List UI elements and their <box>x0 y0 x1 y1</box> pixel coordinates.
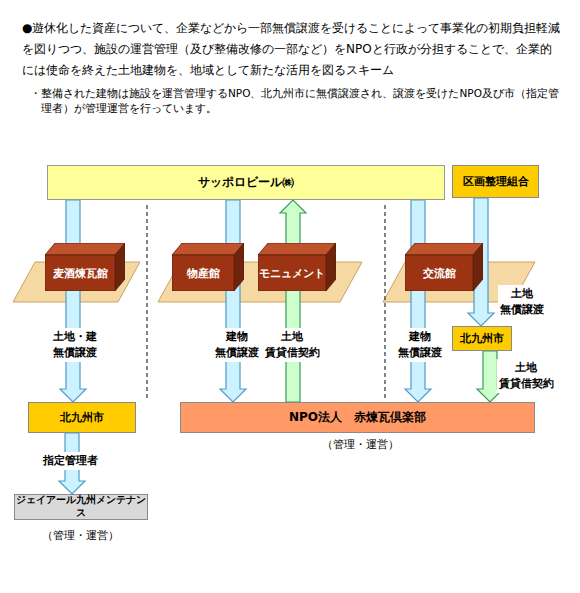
edge-label: 土地 無償譲渡 <box>498 285 546 319</box>
building-top <box>45 243 125 255</box>
building-side <box>326 243 336 291</box>
building-top <box>258 243 336 255</box>
building-side <box>473 243 483 291</box>
node-label: ジェイアール九州メンテナンス <box>15 494 147 520</box>
building-front <box>172 255 234 291</box>
building-block: 交流館 <box>405 243 483 291</box>
building-side <box>115 243 125 291</box>
building-front <box>258 255 326 291</box>
edge-label: 指定管理者 <box>41 452 100 470</box>
node-label: サッポロビール㈱ <box>198 174 294 191</box>
npo-box: NPO法人 赤煉瓦倶楽部 <box>180 402 535 433</box>
association-box: 区画整理組合 <box>452 165 539 198</box>
city-box: 北九州市 <box>28 402 136 433</box>
building-block: 麦酒煉瓦館 <box>45 243 125 291</box>
node-label: 北九州市 <box>460 331 504 346</box>
operator-box: ジェイアール九州メンテナンス <box>14 494 148 520</box>
block-arrow <box>60 200 86 402</box>
building-front <box>45 255 115 291</box>
node-label: 麦酒煉瓦館 <box>45 255 115 291</box>
node-label: NPO法人 赤煉瓦倶楽部 <box>289 409 426 426</box>
scheme-description: ●遊休化した資産について、企業などから一部無償譲渡を受けることによって事業化の初… <box>22 18 562 81</box>
company-band: サッポロビール㈱ <box>47 165 445 200</box>
role-note: （管理・運営） <box>30 528 130 544</box>
building-top <box>405 243 483 255</box>
block-arrow <box>405 200 431 402</box>
edge-label: 建物 無償譲渡 <box>396 328 444 362</box>
node-label: モニュメント <box>258 255 326 291</box>
node-label: 北九州市 <box>60 410 104 425</box>
block-arrow <box>220 200 246 402</box>
edge-label: 土地 賃貸借契約 <box>263 328 322 362</box>
building-side <box>234 243 244 291</box>
building-top <box>172 243 244 255</box>
city-box: 北九州市 <box>452 326 512 351</box>
node-label: 交流館 <box>405 255 473 291</box>
building-block: 物産館 <box>172 243 244 291</box>
divider-line <box>384 205 385 398</box>
edge-label: 土地・建 無償譲渡 <box>51 328 99 362</box>
node-label: 区画整理組合 <box>463 174 529 189</box>
divider-line <box>146 205 147 398</box>
edge-label: 建物 無償譲渡 <box>213 328 261 362</box>
node-label: 物産館 <box>172 255 234 291</box>
edge-label: 土地 賃貸借契約 <box>497 359 556 393</box>
building-block: モニュメント <box>258 243 336 291</box>
block-arrow <box>280 200 306 402</box>
role-note: （管理・運営） <box>310 437 410 453</box>
building-front <box>405 255 473 291</box>
scheme-note: ・整備された建物は施設を運営管理するNPO、北九州市に無償譲渡され、譲渡を受けた… <box>30 86 560 116</box>
